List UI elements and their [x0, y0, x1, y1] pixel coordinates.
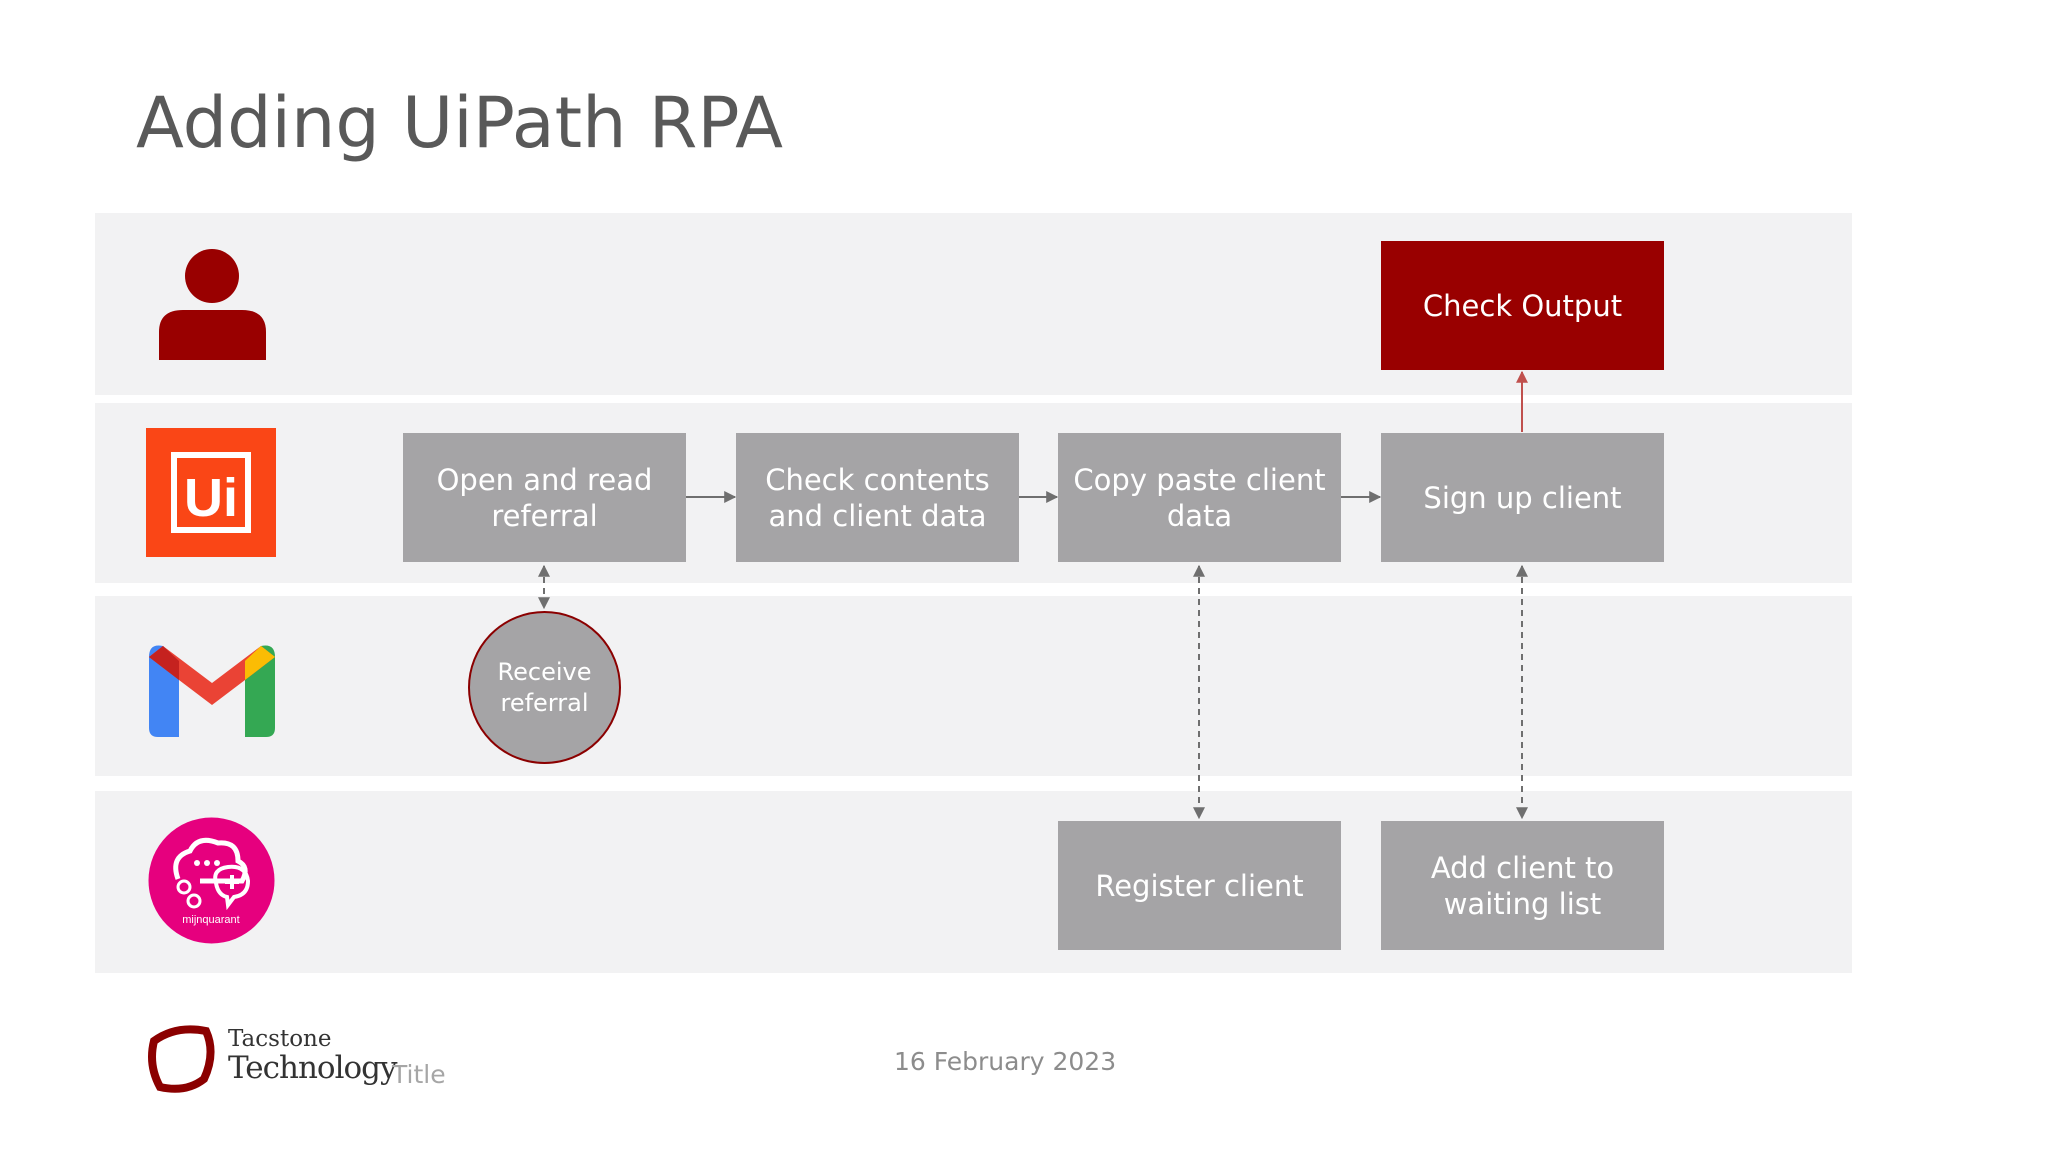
step-check-output: Check Output: [1381, 241, 1664, 370]
step-open-read-referral: Open and read referral: [403, 433, 686, 562]
tacstone-logo-icon: [148, 1025, 215, 1093]
step-check-contents: Check contents and client data: [736, 433, 1019, 562]
footer-date: 16 February 2023: [894, 1047, 1117, 1076]
footer-company-large: Technology: [228, 1050, 398, 1086]
uipath-logo-icon: Ui: [146, 428, 276, 557]
footer-company-small: Tacstone: [228, 1026, 332, 1052]
footer-presentation-title: Title: [392, 1060, 446, 1089]
step-sign-up-client: Sign up client: [1381, 433, 1664, 562]
uipath-logo-text: Ui: [184, 468, 238, 528]
step-copy-paste: Copy paste client data: [1058, 433, 1341, 562]
person-icon: [159, 249, 266, 360]
mijnquarant-logo-text: mijnquarant: [182, 914, 239, 926]
slide-title: Adding UiPath RPA: [136, 82, 783, 164]
step-add-waiting-list: Add client to waiting list: [1381, 821, 1664, 950]
gmail-icon: [149, 645, 275, 737]
lane-gmail: [95, 596, 1852, 776]
step-receive-referral: Receive referral: [468, 611, 621, 764]
step-register-client: Register client: [1058, 821, 1341, 950]
mijnquarant-logo-icon: mijnquarant: [148, 817, 275, 944]
